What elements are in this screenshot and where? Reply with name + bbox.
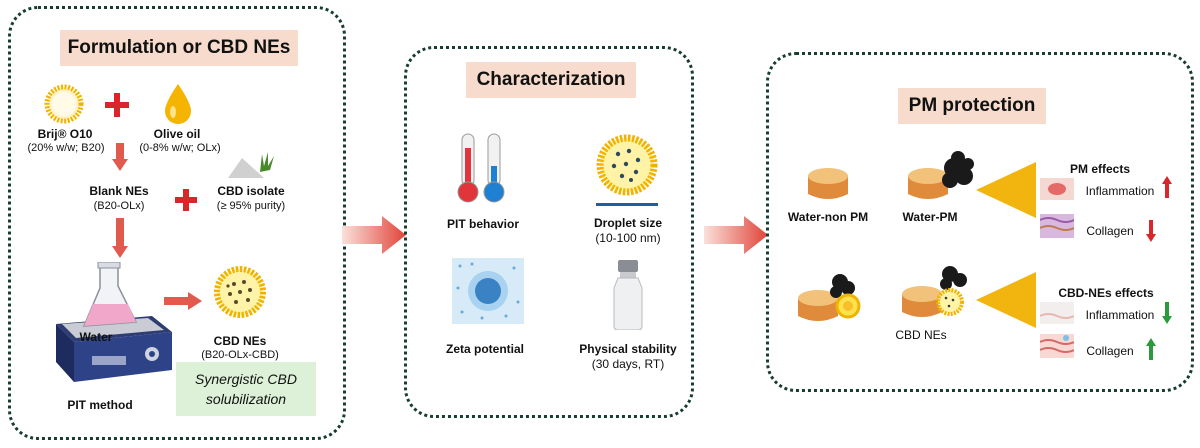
brij-name: Brij® O10 [37, 127, 93, 141]
cbd-nes-detail: (B20-OLx-CBD) [201, 349, 279, 361]
pm-protection-title: PM protection [898, 88, 1046, 124]
olive-name: Olive oil [153, 127, 201, 141]
scale-bar-icon [596, 203, 658, 206]
blank-nes-detail: (B20-OLx) [93, 200, 145, 212]
pit-method-label: PIT method [67, 398, 133, 412]
plus-icon [175, 189, 197, 211]
inflammation-label: Inflammation [1085, 184, 1155, 198]
inflammation-label: Inflammation [1085, 308, 1155, 322]
brij-micelle-icon [44, 84, 84, 124]
arrow-right-icon [164, 292, 202, 310]
flow-arrow-icon [704, 216, 768, 254]
healthy-skin-icon [1040, 302, 1074, 324]
droplet-icon [596, 134, 658, 196]
collagen-label: Collagen [1086, 344, 1134, 358]
characterization-panel [404, 46, 694, 418]
physical-stability-label: Physical stability [579, 342, 677, 356]
arrow-up-icon [1146, 338, 1156, 360]
arrow-down-icon [1146, 220, 1156, 242]
synergy-line1: Synergistic CBD [195, 371, 297, 387]
zeta-potential-icon [452, 258, 524, 324]
formulation-title: Formulation or CBD NEs [60, 30, 298, 66]
collagen-skin-icon [1040, 214, 1074, 238]
brij-detail: (20% w/w; B20) [27, 142, 105, 154]
synergy-line2: solubilization [205, 391, 287, 407]
collagen-skin-icon [1040, 334, 1074, 358]
skin-tissue-icon [808, 168, 848, 199]
skin-tissue-cbd-pm-icon [798, 274, 861, 321]
pm-effects-title: PM effects [1069, 162, 1131, 176]
cbd-isolate-name: CBD isolate [217, 184, 285, 198]
cbd-isolate-icon [228, 152, 274, 178]
flow-arrow-icon [342, 216, 406, 254]
droplet-range: (10-100 nm) [595, 231, 661, 245]
droplet-size-label: Droplet size [593, 216, 662, 230]
cbd-isolate-detail: (≥ 95% purity) [216, 200, 286, 212]
arrow-down-icon [112, 143, 128, 171]
cbd-nes-tissue-label: CBD NEs [895, 328, 947, 342]
cbd-nes-name: CBD NEs [213, 334, 267, 348]
zeta-potential-label: Zeta potential [445, 342, 524, 356]
formulation-panel [8, 6, 346, 440]
collagen-label: Collagen [1086, 224, 1134, 238]
arrow-down-icon [112, 218, 128, 258]
cbd-ne-droplet-icon [214, 266, 266, 318]
thermometer-icon [457, 133, 505, 203]
skin-tissue-cbd-nes-icon [902, 266, 967, 317]
stability-detail: (30 days, RT) [591, 357, 665, 371]
water-non-pm-label: Water-non PM [787, 210, 869, 224]
characterization-title: Characterization [466, 62, 636, 98]
arrow-down-icon [1162, 302, 1172, 324]
pit-method-apparatus-icon [56, 262, 172, 382]
skin-tissue-pm-icon [908, 151, 974, 199]
olive-detail: (0-8% w/w; OLx) [139, 142, 221, 154]
pit-behavior-label: PIT behavior [446, 217, 520, 231]
water-label: Water [79, 330, 113, 344]
water-pm-label: Water-PM [902, 210, 958, 224]
blank-nes-name: Blank NEs [89, 184, 149, 198]
vial-icon [613, 260, 643, 330]
synergy-box: Synergistic CBD solubilization [176, 362, 316, 416]
inflamed-skin-icon [1040, 178, 1074, 200]
cone-icon [976, 162, 1036, 218]
cbd-nes-effects-title: CBD-NEs effects [1058, 286, 1154, 300]
olive-oil-drop-icon [165, 84, 191, 124]
plus-icon [105, 93, 129, 117]
pm-protection-panel [766, 52, 1194, 392]
arrow-up-icon [1162, 176, 1172, 198]
cone-icon [976, 272, 1036, 328]
